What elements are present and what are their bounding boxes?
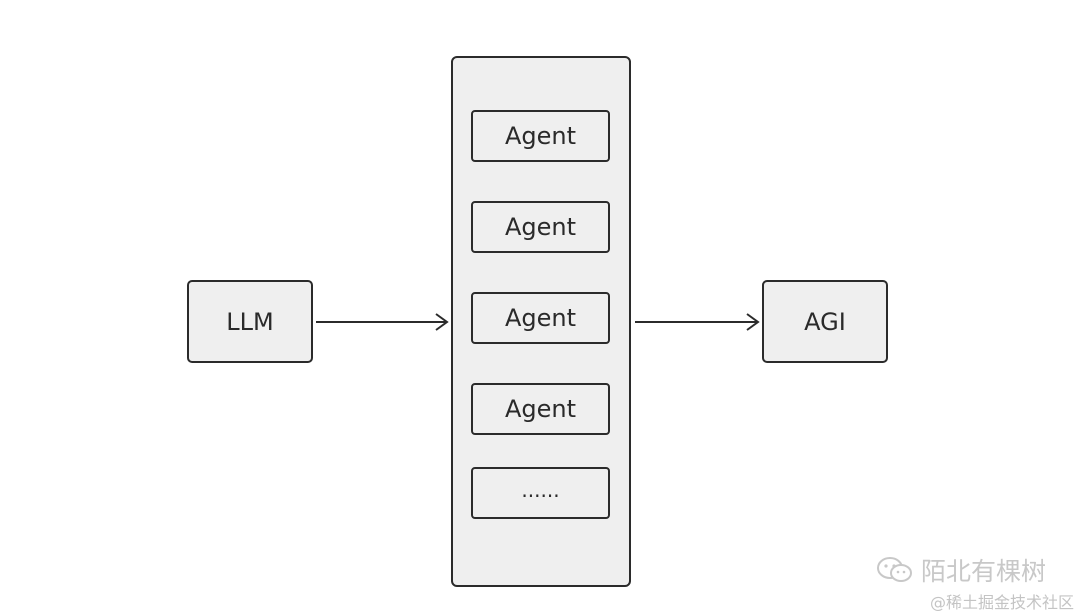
agent-label: Agent	[504, 213, 577, 241]
llm-label: LLM	[226, 307, 274, 336]
llm-box: LLM	[187, 280, 313, 363]
agi-label: AGI	[804, 307, 846, 336]
agent-box: Agent	[471, 383, 610, 435]
llm-to-agents-arrow	[316, 313, 449, 331]
agent-container: Agent Agent Agent Agent ......	[451, 56, 631, 587]
ellipsis-label: ......	[521, 478, 560, 502]
agent-label: Agent	[504, 304, 577, 332]
agents-to-agi-arrow	[635, 313, 760, 331]
watermark-subtitle: @稀土掘金技术社区	[929, 593, 1074, 612]
ellipsis-box: ......	[471, 467, 610, 519]
agi-box: AGI	[762, 280, 888, 363]
wechat-icon	[876, 557, 912, 582]
watermark-title: 陌北有棵树	[920, 557, 1046, 586]
agent-label: Agent	[504, 395, 577, 423]
agent-label: Agent	[504, 122, 577, 150]
agent-box: Agent	[471, 292, 610, 344]
agent-box: Agent	[471, 110, 610, 162]
agent-box: Agent	[471, 201, 610, 253]
watermark: 陌北有棵树	[875, 552, 1046, 588]
